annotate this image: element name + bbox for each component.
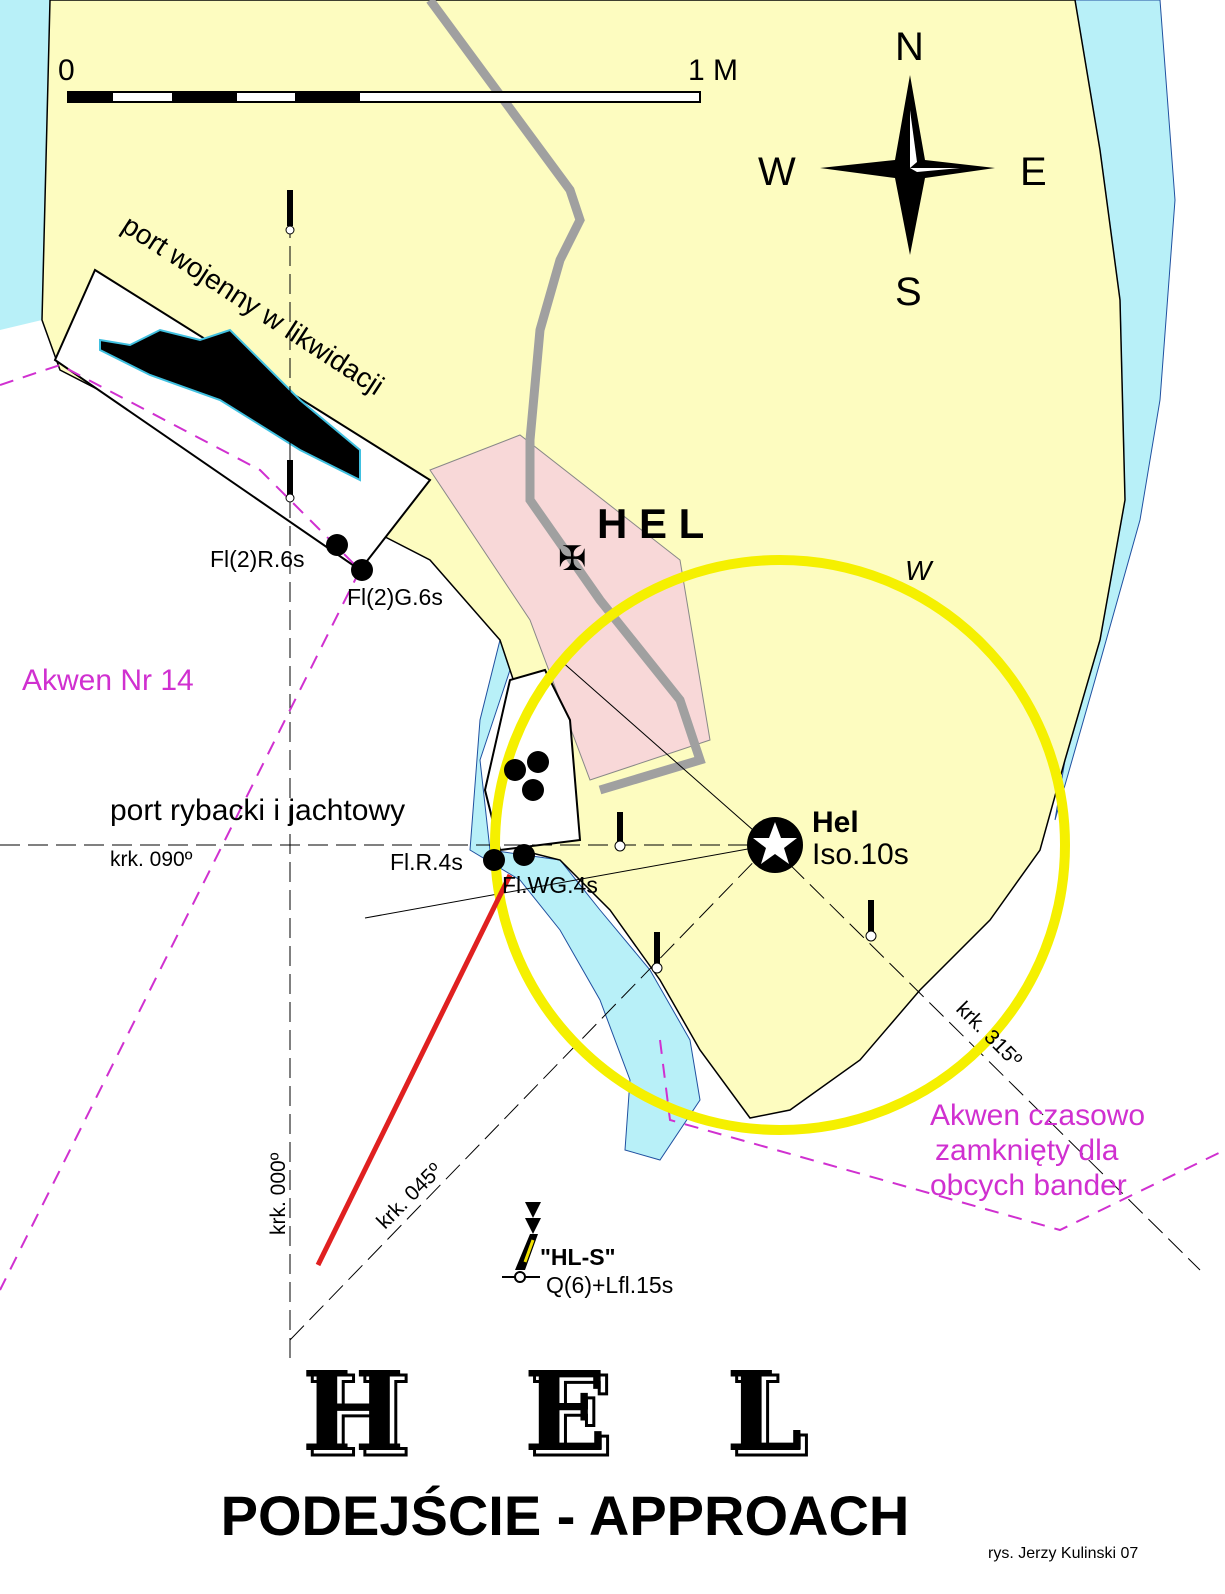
scale-bar [67,91,701,103]
hel-light-name: Hel [812,806,859,839]
leading-line [315,873,513,1267]
bearing-045-label: krk. 045º [372,1159,447,1234]
closed-area-line1: Akwen czasowo [930,1099,1145,1132]
shallow-water-west [0,0,50,330]
title-shadow: H E L [307,1352,849,1481]
compass-n: N [895,25,924,69]
light-sector-circle [490,555,1070,1135]
buoy-characteristic: Q(6)+Lfl.15s [546,1272,673,1298]
light-fl2r-label: Fl(2)R.6s [210,546,305,572]
scale-zero: 0 [58,54,75,87]
hel-light-characteristic: Iso.10s [812,838,909,871]
scale-one-mile: 1 M [688,54,738,87]
bearing-lines [0,190,1201,1360]
buoy-name: "HL-S" [540,1244,615,1270]
restricted-area-boundary [0,363,1225,1291]
compass-w: W [758,150,796,194]
light-fl2g-label: Fl(2)G.6s [347,584,443,610]
town-label: H E L [597,500,704,547]
title-main: H E L [301,1347,843,1476]
bearing-000-label: krk. 000º [267,1152,290,1235]
church-icon: ✠ [558,540,587,578]
town-area [429,434,711,781]
closed-area-line3: obcych bander [930,1169,1127,1202]
beacon-symbols [285,190,877,974]
shallow-water-harbour [399,519,701,1161]
closed-area-line2: zamknięty dla [935,1134,1119,1167]
road [426,0,706,795]
cardinal-buoy-icon [502,1202,541,1283]
bearing-090-label: krk. 090º [110,848,193,871]
compass-s: S [895,270,922,314]
light-symbols [326,534,803,873]
sector-w-label: W [905,555,934,586]
warship-silhouette [99,328,361,482]
title-subtitle: PODEJŚCIE - APPROACH [221,1484,910,1547]
compass-e: E [1020,150,1047,194]
light-flwg-label: Fl.WG.4s [502,872,598,898]
light-flr-label: Fl.R.4s [390,849,463,875]
fishing-port-label: port rybacki i jachtowy [110,794,405,827]
author-credit: rys. Jerzy Kulinski 07 [988,1545,1138,1562]
compass-rose [820,75,995,255]
area-14-label: Akwen Nr 14 [22,664,194,697]
